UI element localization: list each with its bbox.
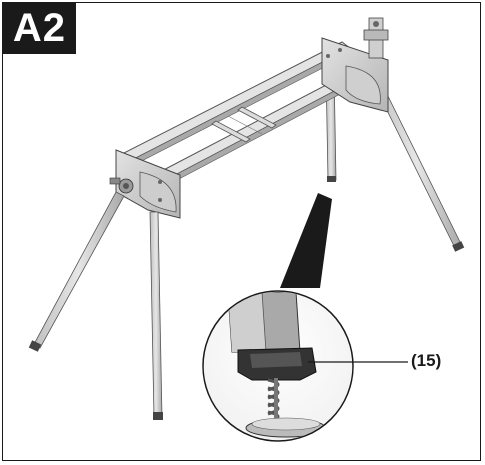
rear-left-foot bbox=[327, 176, 336, 182]
front-left-leg bbox=[32, 191, 125, 349]
front-right-foot bbox=[153, 412, 163, 420]
figure-label: A2 bbox=[3, 3, 76, 54]
zoom-detail bbox=[202, 290, 408, 442]
front-left-foot bbox=[28, 340, 42, 352]
front-legs bbox=[28, 191, 163, 420]
rear-right-foot bbox=[452, 241, 465, 252]
front-end-plate bbox=[109, 149, 181, 219]
front-right-leg bbox=[149, 211, 163, 419]
zoom-pointer bbox=[280, 193, 332, 288]
callout-15: (15) bbox=[411, 351, 442, 370]
rear-end-plate bbox=[321, 17, 389, 113]
top-rails bbox=[119, 41, 383, 190]
